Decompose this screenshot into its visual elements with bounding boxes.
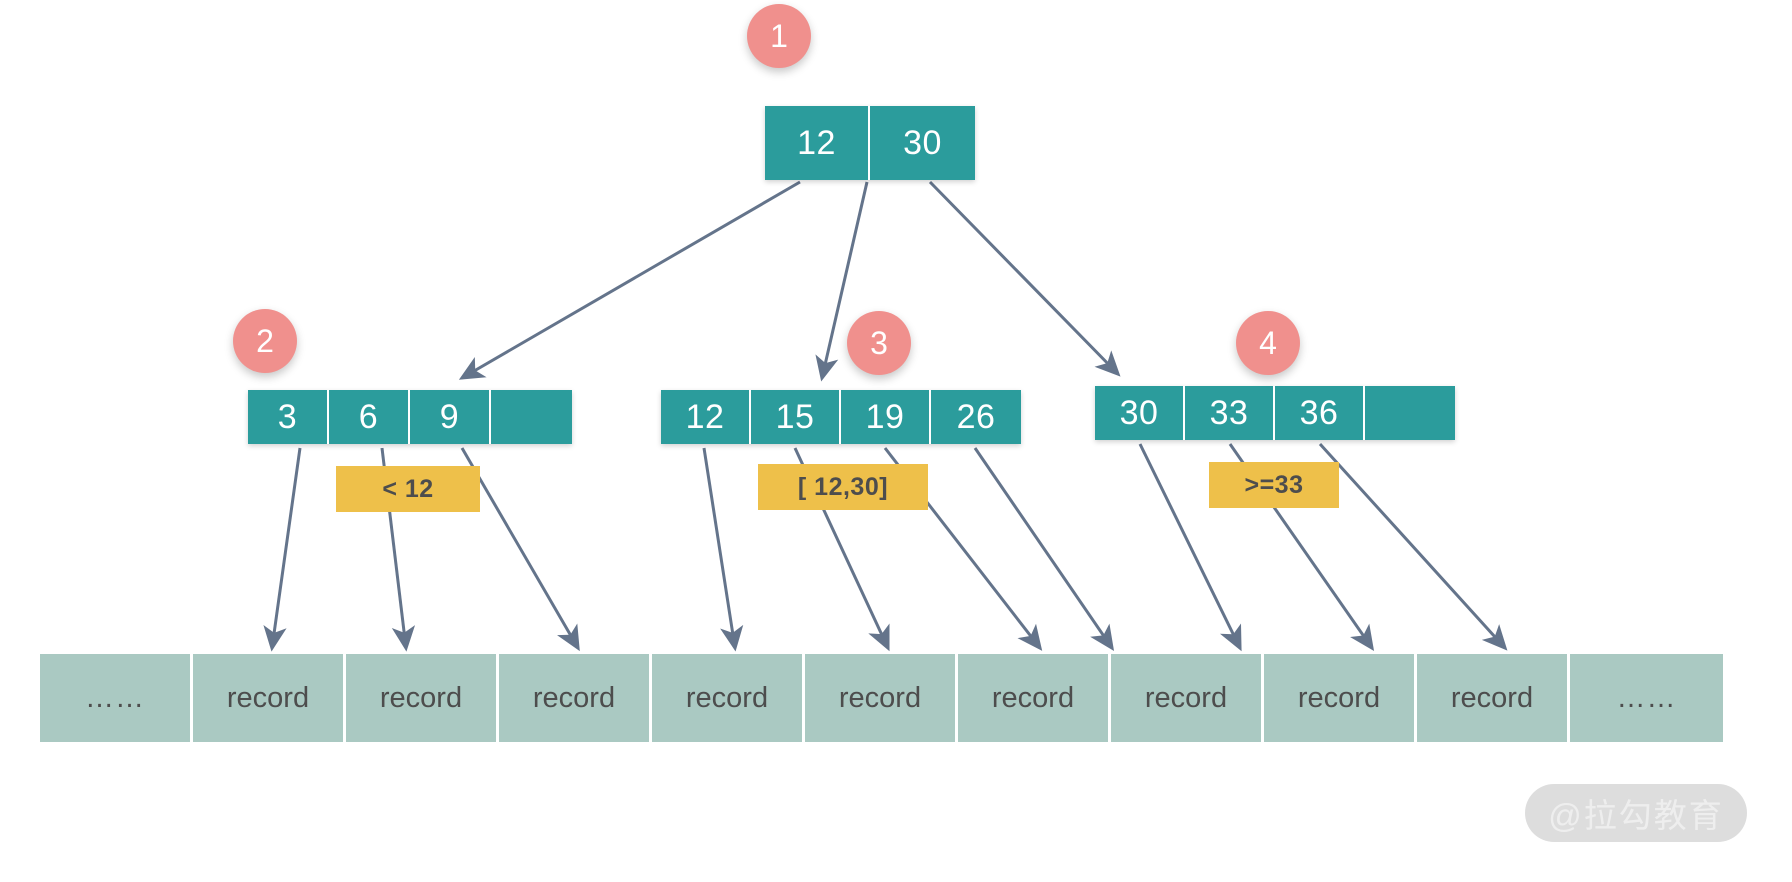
record-cell[interactable]: record [1111,654,1264,742]
leaf2-cell-0[interactable]: 12 [661,390,751,444]
record-cell[interactable]: record [652,654,805,742]
range-label-2: >=33 [1209,462,1339,508]
leaf3-cell-1[interactable]: 33 [1185,386,1275,440]
range-label-0: < 12 [336,466,480,512]
leaf3-cell-2[interactable]: 36 [1275,386,1365,440]
record-cell[interactable]: record [1417,654,1570,742]
leaf3-cell-0[interactable]: 30 [1095,386,1185,440]
leaf1-cell-1[interactable]: 6 [329,390,410,444]
edge-root-ptr-right [928,180,1121,377]
record-cell[interactable]: record [193,654,346,742]
leaf3-cell-3[interactable] [1365,386,1455,440]
root-cell-0[interactable]: 12 [765,106,870,180]
record-cell-ellipsis[interactable]: …… [40,654,193,742]
step-badge-3: 3 [847,311,911,375]
range-label-1: [ 12,30] [758,464,928,510]
watermark: @拉勾教育 [1525,784,1747,842]
record-cell[interactable]: record [958,654,1111,742]
record-cell[interactable]: record [346,654,499,742]
record-cell[interactable]: record [1264,654,1417,742]
edge-leaf1-rec1 [263,447,302,652]
edge-leaf3-rec3 [1318,442,1508,651]
edge-root-ptr-left [458,180,801,380]
edge-leaf2-rec4 [973,447,1115,651]
step-badge-2: 2 [233,309,297,373]
leaf2-cell-1[interactable]: 15 [751,390,841,444]
leaf1-cell-2[interactable]: 9 [410,390,491,444]
leaf1-cell-0[interactable]: 3 [248,390,329,444]
edge-leaf2-rec1 [702,447,744,652]
leaf2-cell-2[interactable]: 19 [841,390,931,444]
step-badge-4: 4 [1236,311,1300,375]
record-cell[interactable]: record [499,654,652,742]
record-cell-ellipsis[interactable]: …… [1570,654,1723,742]
root-cell-1[interactable]: 30 [870,106,975,180]
record-cell[interactable]: record [805,654,958,742]
leaf2-cell-3[interactable]: 26 [931,390,1021,444]
leaf1-cell-3[interactable] [491,390,572,444]
step-badge-1: 1 [747,4,811,68]
